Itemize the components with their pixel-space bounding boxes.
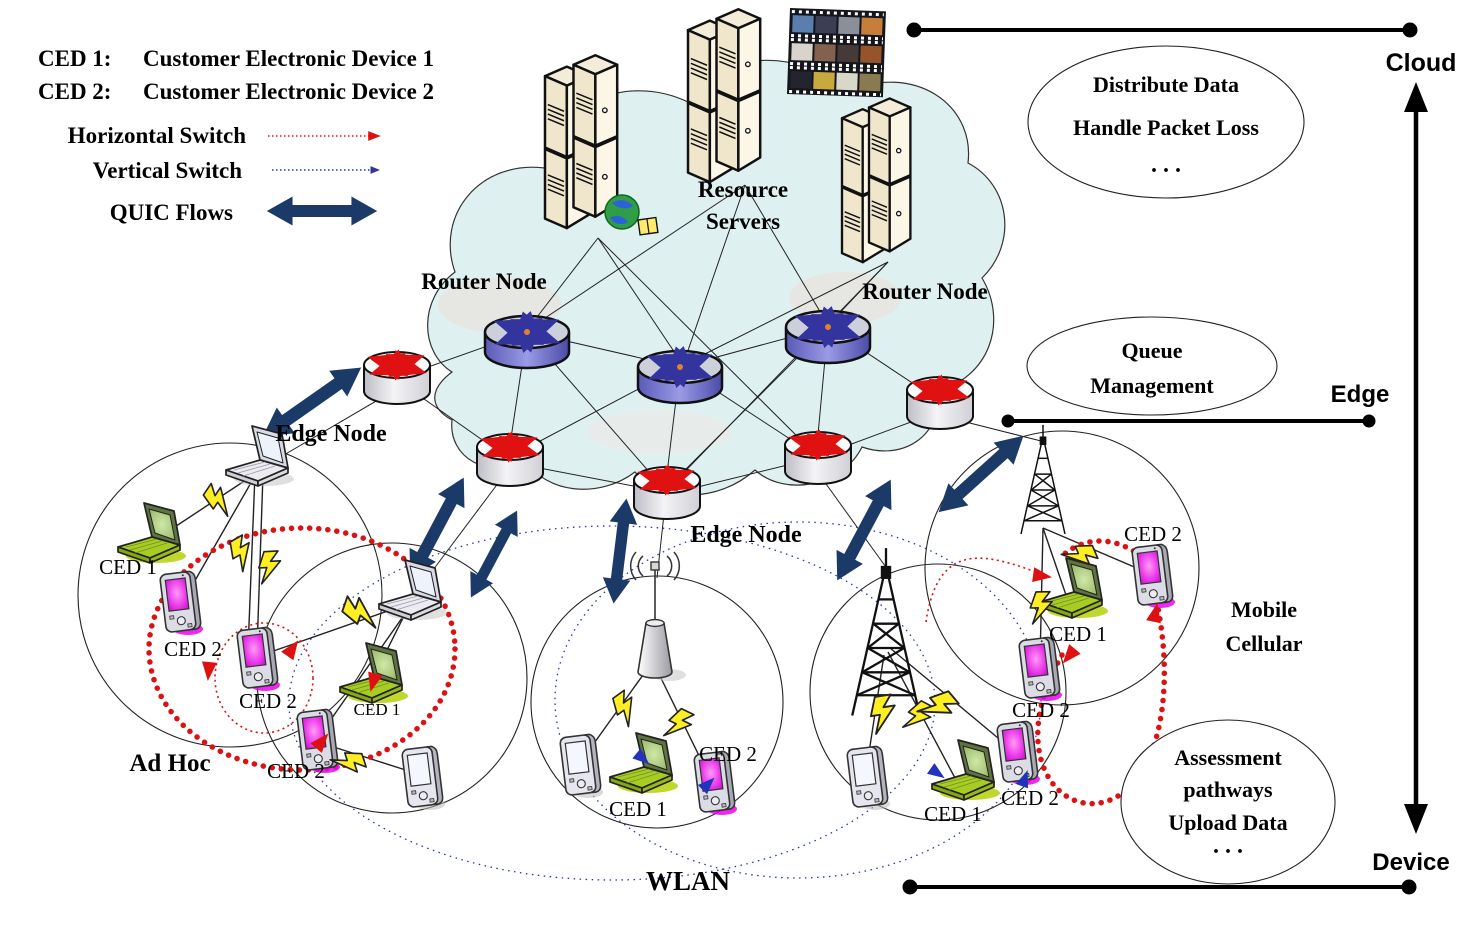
edge-tasks-line2: Management bbox=[1090, 373, 1214, 398]
legend-ced1-definition: Customer Electronic Device 1 bbox=[143, 46, 434, 71]
edge-router-icon-2 bbox=[477, 434, 543, 486]
cloud-to-device-axis-arrow bbox=[1404, 82, 1428, 834]
edge-tasks-line1: Queue bbox=[1121, 338, 1182, 363]
router-node-icon-center bbox=[638, 351, 722, 403]
edge-router-icon-1 bbox=[364, 352, 430, 404]
ced2-label-cellular-top: CED 2 bbox=[1124, 522, 1182, 546]
pda-icon-wlan-gray bbox=[558, 732, 604, 799]
legend-quic-flows-label: QUIC Flows bbox=[110, 200, 233, 225]
ced1-label-adhoc2: CED 1 bbox=[354, 700, 401, 719]
cloud-tasks-line2: Handle Packet Loss bbox=[1073, 115, 1259, 140]
ced2-label-cellular-mid: CED 2 bbox=[1012, 698, 1070, 722]
router-node-icon-right bbox=[786, 311, 870, 363]
ced1-laptop-icon-cellular-bottom bbox=[931, 739, 1001, 801]
cell-tower-icon-left bbox=[851, 546, 921, 717]
device-tasks-line2: pathways bbox=[1183, 777, 1273, 802]
device-tasks-line1: Assessment bbox=[1174, 745, 1282, 770]
router-node-label-left: Router Node bbox=[421, 269, 546, 294]
ced2-label-adhoc1: CED 2 bbox=[164, 637, 222, 661]
network-coverage-circles bbox=[77, 430, 1200, 829]
legend-text: CED 1: Customer Electronic Device 1 CED … bbox=[38, 46, 434, 225]
cell-tower-icon-right bbox=[1020, 424, 1066, 535]
ced2-label-cellular-bottom: CED 2 bbox=[1001, 786, 1059, 810]
adhoc-network-label: Ad Hoc bbox=[129, 750, 210, 777]
horizontal-switch-paths bbox=[146, 525, 1168, 807]
edge-layer-text: Edge Node Edge Node bbox=[275, 421, 802, 548]
ced1-label-adhoc: CED 1 bbox=[99, 555, 157, 579]
ced2-pda-icon-cellular-top bbox=[1130, 542, 1176, 609]
ced1-laptop-icon-cellular-top bbox=[1039, 557, 1109, 619]
cellular-network-label-line1: Mobile bbox=[1231, 597, 1297, 622]
legend-samples bbox=[268, 131, 378, 224]
ced2-pda-icon-cellular-bottom bbox=[995, 719, 1041, 786]
laptop-icon-adhoc-hub2 bbox=[378, 559, 448, 621]
ced1-laptop-icon-adhoc2 bbox=[339, 642, 409, 704]
resource-servers-label-line2: Servers bbox=[706, 209, 780, 234]
device-layer-label: Device bbox=[1372, 849, 1449, 876]
hierarchy-text: Cloud Edge Device bbox=[1331, 49, 1457, 876]
cloud-tasks-dots: . . . bbox=[1151, 152, 1181, 178]
layer-separator-cloud bbox=[906, 22, 1418, 38]
cloud-layer-label: Cloud bbox=[1386, 49, 1457, 77]
ced2-label-adhoc3: CED 2 bbox=[267, 759, 325, 783]
pda-icon-cellular-gray bbox=[845, 744, 891, 811]
resource-server-cluster-center-icon bbox=[688, 9, 760, 182]
resource-server-cluster-right-icon bbox=[842, 98, 910, 262]
resource-servers-label-line1: Resource bbox=[698, 177, 788, 202]
legend-ced1-term: CED 1: bbox=[38, 46, 111, 71]
ced2-label-wlan: CED 2 bbox=[699, 742, 757, 766]
resource-server-cluster-left-icon bbox=[545, 55, 617, 228]
edge-node-label-center: Edge Node bbox=[690, 522, 802, 548]
legend-horizontal-switch-label: Horizontal Switch bbox=[68, 123, 246, 148]
edge-router-icon-4 bbox=[785, 432, 851, 484]
wlan-access-point-icon bbox=[629, 551, 687, 682]
legend-ced2-term: CED 2: bbox=[38, 79, 111, 104]
globe-icon bbox=[604, 194, 659, 236]
cellular-network-label-line2: Cellular bbox=[1226, 631, 1303, 656]
ced1-laptop-icon-adhoc bbox=[117, 502, 187, 564]
ced2-label-adhoc2: CED 2 bbox=[239, 689, 297, 713]
layer-separator-device bbox=[902, 879, 1417, 895]
ced1-label-wlan: CED 1 bbox=[609, 797, 667, 821]
device-tasks-line3: Upload Data bbox=[1168, 810, 1287, 835]
router-node-icon-left bbox=[485, 316, 569, 368]
ced2-pda-icon-cellular-mid bbox=[1017, 635, 1063, 702]
ced1-label-cellular-bottom: CED 1 bbox=[924, 802, 982, 826]
edge-layer-label: Edge bbox=[1331, 381, 1390, 408]
edge-router-icon-3 bbox=[634, 467, 700, 519]
annotation-text: Distribute Data Handle Packet Loss . . .… bbox=[1073, 72, 1287, 859]
cloud-tasks-line1: Distribute Data bbox=[1093, 72, 1239, 97]
quic-flows-sample-arrow bbox=[269, 198, 376, 224]
task-annotation-ellipses bbox=[1026, 45, 1336, 885]
media-filmstrip-icon bbox=[786, 8, 886, 98]
ced1-laptop-icon-wlan bbox=[609, 732, 679, 794]
legend-vertical-switch-label: Vertical Switch bbox=[93, 158, 242, 183]
wlan-network-label: WLAN bbox=[646, 866, 731, 896]
legend-ced2-definition: Customer Electronic Device 2 bbox=[143, 79, 434, 104]
edge-node-label-left: Edge Node bbox=[275, 421, 387, 447]
edge-router-icon-5 bbox=[907, 377, 973, 429]
device-tasks-dots: . . . bbox=[1213, 833, 1243, 859]
ced2-pda-icon-adhoc1 bbox=[158, 569, 204, 636]
layer-separator-edge bbox=[1001, 414, 1376, 428]
network-name-text: Ad Hoc WLAN Mobile Cellular bbox=[129, 597, 1302, 896]
ced-instance-labels: CED 1 CED 2 CED 2 CED 2 CED 1 CED 1 CED … bbox=[99, 522, 1182, 826]
router-node-label-right: Router Node bbox=[862, 279, 987, 304]
cloud-layer-text: Resource Servers Router Node Router Node bbox=[421, 177, 987, 304]
ced2-pda-icon-adhoc2 bbox=[235, 625, 281, 692]
vertical-switch-paths bbox=[288, 521, 1042, 881]
pda-icon-adhoc-gray bbox=[400, 744, 446, 811]
ced1-label-cellular-top: CED 1 bbox=[1049, 622, 1107, 646]
